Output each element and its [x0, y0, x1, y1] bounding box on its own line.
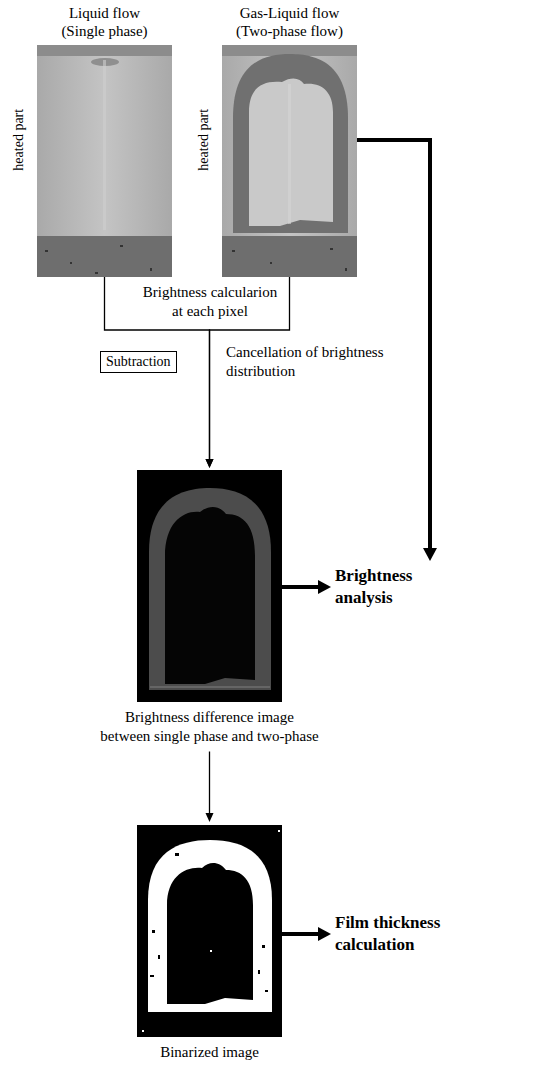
arrow-head	[318, 580, 331, 594]
connector-line	[282, 932, 321, 936]
single-phase-photo	[37, 45, 172, 277]
image-frame: Brightness difference image between sing…	[137, 470, 282, 702]
side-label: heated part	[10, 109, 28, 171]
step-note: Brightness calcularion at each pixel	[137, 283, 283, 321]
step-note: Cancellation of brightness distribution	[226, 343, 386, 381]
photo-frame: Gas-Liquid flow (Two-phase flow)heated p…	[222, 45, 357, 277]
arrow-head	[206, 459, 214, 468]
binarized-image	[137, 825, 282, 1037]
image-frame: Binarized image	[137, 825, 282, 1037]
image-caption: Brightness difference image between sing…	[99, 708, 320, 746]
box-label: Subtraction	[106, 353, 171, 371]
image-caption: Binarized image	[135, 1043, 285, 1062]
two-phase-photo	[222, 45, 357, 277]
result-label: Brightness analysis	[335, 565, 450, 609]
arrow-head	[423, 548, 437, 561]
arrow-head	[206, 459, 214, 468]
arrow-head	[318, 927, 331, 941]
arrow-head	[206, 813, 214, 822]
photo-heading: Liquid flow (Single phase)	[50, 4, 160, 42]
side-label: heated part	[195, 109, 213, 171]
result-text: Film thickness calculation	[335, 912, 460, 956]
flow-arrow	[206, 752, 214, 823]
photo-frame: Liquid flow (Single phase)heated part	[37, 45, 172, 277]
photo-heading: Gas-Liquid flow (Two-phase flow)	[231, 4, 349, 42]
thick-arrow	[282, 580, 331, 594]
result-text: Brightness analysis	[335, 565, 450, 609]
connector-line	[282, 585, 321, 589]
thick-arrow	[282, 927, 331, 941]
difference-image	[137, 470, 282, 702]
connector-line	[209, 752, 210, 817]
process-box: Subtraction	[100, 351, 177, 373]
result-label: Film thickness calculation	[335, 912, 460, 956]
